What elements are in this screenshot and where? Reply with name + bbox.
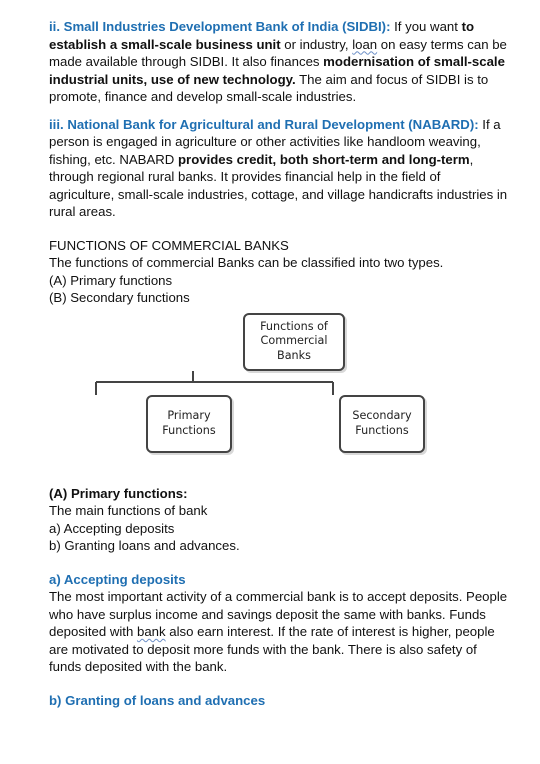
sidbi-text: The aim and focus of SIDBI is to promote… bbox=[49, 71, 489, 105]
diagram-connectors bbox=[95, 370, 334, 395]
deposits-text: also earn interest. If the rate of inter… bbox=[49, 624, 495, 674]
primary-heading: (A) Primary functions: bbox=[49, 485, 188, 501]
nabard-paragraph: iii. National Bank for Agricultural and … bbox=[49, 116, 509, 221]
sidbi-paragraph: ii. Small Industries Development Bank of… bbox=[49, 18, 509, 106]
nabard-bold-text: provides credit, both short-term and lon… bbox=[178, 151, 470, 167]
deposits-paragraph: The most important activity of a commerc… bbox=[49, 588, 509, 676]
spellcheck-word: loan bbox=[352, 36, 378, 52]
functions-title: FUNCTIONS OF COMMERCIAL BANKS bbox=[49, 237, 289, 253]
spellcheck-word: bank bbox=[136, 624, 166, 639]
deposits-heading: a) Accepting deposits bbox=[49, 571, 186, 587]
sidbi-text: or industry, bbox=[280, 36, 353, 52]
nabard-text: If a person is engaged in agriculture or… bbox=[49, 116, 501, 167]
primary-line: b) Granting loans and advances. bbox=[49, 538, 240, 553]
functions-item-b: (B) Secondary functions bbox=[49, 290, 190, 305]
sidbi-bold-text: modernisation of small-scale industrial … bbox=[49, 54, 505, 87]
sidbi-bold-text: to establish a small-scale business unit bbox=[49, 19, 475, 52]
sidbi-heading: ii. Small Industries Development Bank of… bbox=[49, 19, 391, 34]
loans-heading: b) Granting of loans and advances bbox=[49, 692, 266, 708]
sidbi-text: If you want bbox=[390, 19, 462, 34]
primary-line: The main functions of bank bbox=[49, 503, 208, 518]
document-page: ii. Small Industries Development Bank of… bbox=[49, 18, 509, 709]
diagram-secondary-node: Secondary Functions bbox=[339, 394, 425, 453]
functions-item-a: (A) Primary functions bbox=[49, 272, 173, 288]
primary-line: a) Accepting deposits bbox=[49, 520, 175, 536]
nabard-heading: iii. National Bank for Agricultural and … bbox=[49, 116, 479, 132]
deposits-text: The most important activity of a commerc… bbox=[49, 589, 508, 639]
nabard-text: , through regional rural banks. It provi… bbox=[49, 151, 508, 220]
functions-diagram: Functions of Commercial Banks Primary Fu… bbox=[49, 312, 509, 473]
diagram-primary-node: Primary Functions bbox=[146, 394, 232, 453]
functions-intro: The functions of commercial Banks can be… bbox=[49, 255, 444, 270]
diagram-root-node: Functions of Commercial Banks bbox=[243, 312, 345, 371]
sidbi-text: on easy terms can be made available thro… bbox=[49, 36, 507, 70]
